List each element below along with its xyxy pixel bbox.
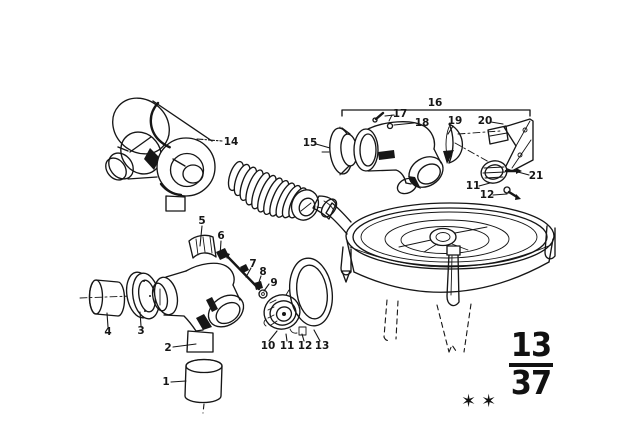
- page-number: 13 37: [505, 325, 557, 402]
- part-callout-13: 13: [315, 340, 330, 352]
- linkage-rod: [224, 252, 268, 299]
- leader-line-9: [263, 283, 270, 292]
- part-callout-10: 10: [261, 340, 276, 352]
- part-callout-17: 17: [393, 108, 408, 120]
- seal-cup: [263, 289, 301, 334]
- mounting-bracket: [188, 234, 229, 260]
- part-callout-11t: 11: [466, 180, 481, 192]
- intake-duct-lower: [151, 262, 245, 353]
- leader-line-18: [393, 122, 415, 126]
- leader-line-14: [196, 138, 223, 142]
- gasket-ring: [288, 257, 334, 336]
- leader-line-11b: [285, 333, 288, 342]
- part-callout-20: 20: [478, 115, 493, 127]
- part-callout-4: 4: [104, 326, 111, 338]
- leader-line-13: [313, 329, 321, 342]
- intake-duct-upper: [353, 111, 444, 195]
- leader-line-4: [106, 312, 109, 328]
- part-callout-7: 7: [249, 258, 256, 270]
- leader-line-17: [384, 114, 395, 117]
- leader-line-2: [172, 343, 197, 348]
- leader-line-6: [219, 240, 222, 257]
- leader-line-7: [245, 267, 252, 278]
- leader-line-12t: [492, 193, 508, 196]
- grommet-and-screws: [480, 160, 522, 200]
- part-callout-18: 18: [415, 117, 430, 129]
- leader-line-8: [257, 275, 262, 286]
- leader-line-1: [170, 380, 187, 383]
- part-callout-19: 19: [448, 115, 463, 127]
- leader-line-12b: [301, 333, 305, 342]
- group-bracket-16: [341, 109, 531, 117]
- intake-silencer: [105, 97, 216, 212]
- hose-elbow: [312, 195, 337, 220]
- part-callout-14: 14: [224, 136, 239, 148]
- part-callout-3: 3: [137, 325, 144, 337]
- part-callout-5: 5: [198, 215, 205, 227]
- foam-filter-large: [184, 358, 223, 414]
- part-callout-1: 1: [162, 376, 169, 388]
- leader-line-10: [268, 330, 278, 342]
- part-callout-12b: 12: [298, 340, 313, 352]
- support-bracket: [487, 118, 534, 172]
- air-cleaner-housing: [320, 198, 556, 353]
- part-callout-2: 2: [164, 342, 171, 354]
- leader-line-21: [517, 171, 530, 176]
- leader-lines: [106, 114, 530, 383]
- leader-line-5: [199, 225, 203, 247]
- part-callout-15: 15: [303, 137, 318, 149]
- part-callout-21: 21: [529, 170, 544, 182]
- part-callout-6: 6: [217, 230, 224, 242]
- intake-flange: [321, 126, 358, 176]
- fraction-bar: [509, 362, 553, 367]
- leader-line-19: [447, 125, 454, 135]
- page-number-denominator: 37: [510, 362, 552, 402]
- part-callout-16: 16: [428, 97, 443, 109]
- part-callout-8: 8: [259, 266, 266, 278]
- part-callout-11b: 11: [280, 340, 295, 352]
- leader-line-20: [490, 121, 504, 125]
- leader-line-3: [139, 311, 142, 327]
- part-callout-12t: 12: [480, 189, 495, 201]
- part-callout-9: 9: [270, 277, 277, 289]
- page-number-numerator: 13: [510, 325, 552, 364]
- leader-line-15: [315, 143, 331, 149]
- leader-line-11t: [478, 182, 491, 187]
- footnote-stars: ✶✶: [461, 391, 502, 412]
- hose-end-mouth: [290, 189, 320, 221]
